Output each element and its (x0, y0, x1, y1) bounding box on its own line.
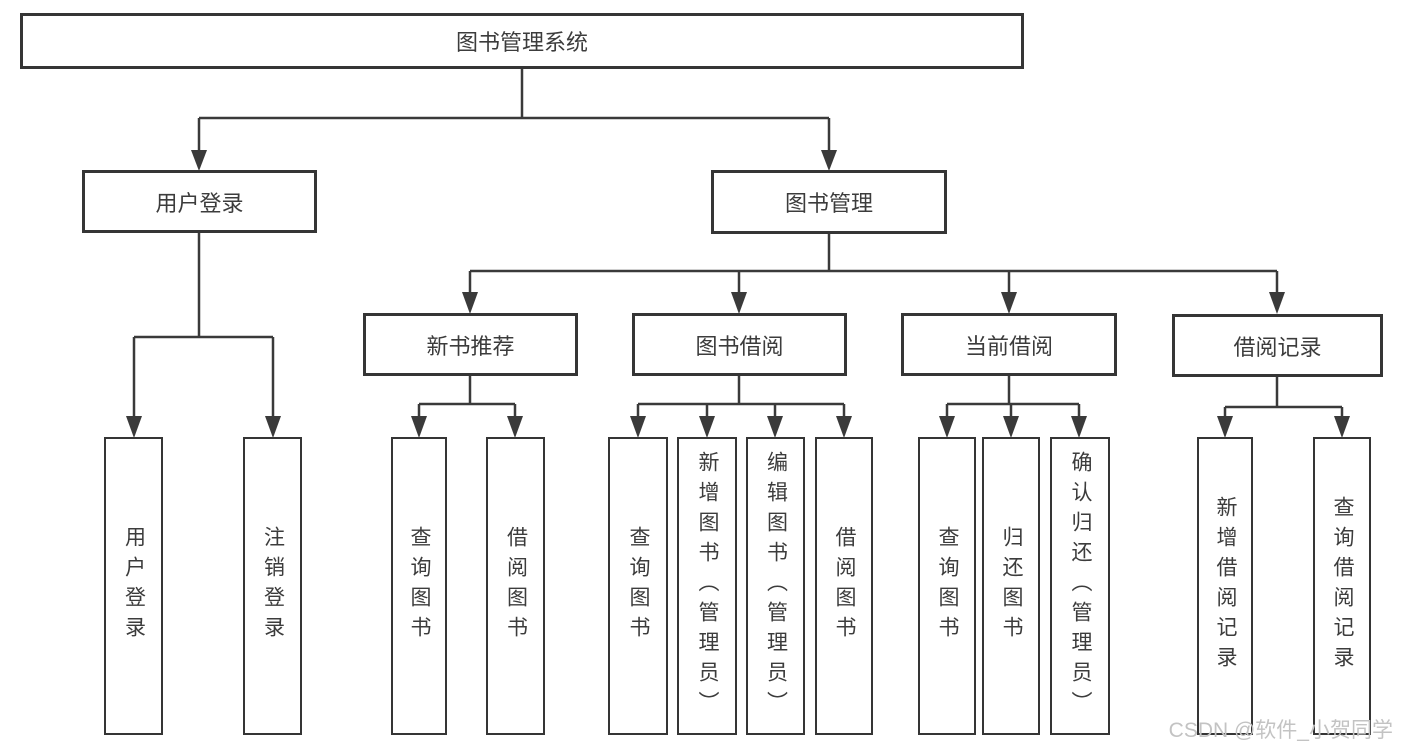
node-label: 新书推荐 (426, 333, 515, 359)
edge-borrow-records-to-leaves (1217, 377, 1350, 438)
node-current-borrow: 当前借阅 (901, 313, 1117, 376)
node-borrow-records: 借阅记录 (1172, 314, 1383, 377)
node-label: 用户登录 (155, 190, 244, 216)
edge-book-borrow-to-leaves (630, 376, 852, 438)
leaf-borrow-book-1: 借阅图书 (486, 437, 545, 735)
node-label: 查询图书 (627, 526, 651, 646)
leaf-query-book-2: 查询图书 (608, 437, 668, 735)
node-label: 新增图书（管理员） (696, 451, 720, 721)
node-label: 借阅图书 (833, 526, 857, 646)
edge-user-login-to-leaves (126, 233, 281, 438)
edge-root-to-level2 (191, 69, 837, 171)
node-label: 编辑图书（管理员） (764, 451, 788, 721)
node-library-system: 图书管理系统 (20, 13, 1024, 69)
leaf-add-book-admin: 新增图书（管理员） (677, 437, 737, 735)
leaf-borrow-book-2: 借阅图书 (815, 437, 873, 735)
node-new-book-recommend: 新书推荐 (363, 313, 578, 376)
edge-new-book-recommend-to-leaves (411, 376, 523, 438)
node-book-borrow: 图书借阅 (632, 313, 847, 376)
node-user-login: 用户登录 (82, 170, 317, 233)
leaf-edit-book-admin: 编辑图书（管理员） (746, 437, 805, 735)
leaf-query-book-1: 查询图书 (391, 437, 447, 735)
node-label: 图书管理 (784, 191, 873, 216)
node-label: 查询图书 (408, 526, 432, 646)
leaf-return-book: 归还图书 (982, 437, 1040, 735)
node-label: 查询图书 (936, 526, 960, 646)
leaf-user-login: 用户登录 (104, 437, 163, 735)
leaf-logout: 注销登录 (243, 437, 302, 735)
node-label: 确认归还（管理员） (1069, 451, 1093, 721)
node-label: 图书借阅 (695, 333, 784, 359)
node-label: 归还图书 (1000, 526, 1024, 646)
node-label: 当前借阅 (964, 333, 1053, 359)
leaf-confirm-return-admin: 确认归还（管理员） (1050, 437, 1110, 735)
leaf-query-book-3: 查询图书 (918, 437, 976, 735)
node-book-management: 图书管理 (711, 170, 947, 234)
edge-book-management-to-level3 (462, 234, 1285, 314)
leaf-query-borrow-record: 查询借阅记录 (1313, 437, 1371, 735)
leaf-add-borrow-record: 新增借阅记录 (1197, 437, 1253, 735)
node-label: 图书管理系统 (455, 30, 588, 55)
node-label: 新增借阅记录 (1214, 496, 1238, 676)
node-label: 借阅图书 (504, 526, 528, 646)
node-label: 注销登录 (261, 526, 285, 646)
node-label: 用户登录 (122, 526, 146, 646)
node-label: 查询借阅记录 (1331, 496, 1355, 676)
edge-current-borrow-to-leaves (939, 376, 1087, 438)
node-label: 借阅记录 (1233, 334, 1322, 360)
watermark: CSDN @软件_小贺同学 (1168, 719, 1393, 742)
